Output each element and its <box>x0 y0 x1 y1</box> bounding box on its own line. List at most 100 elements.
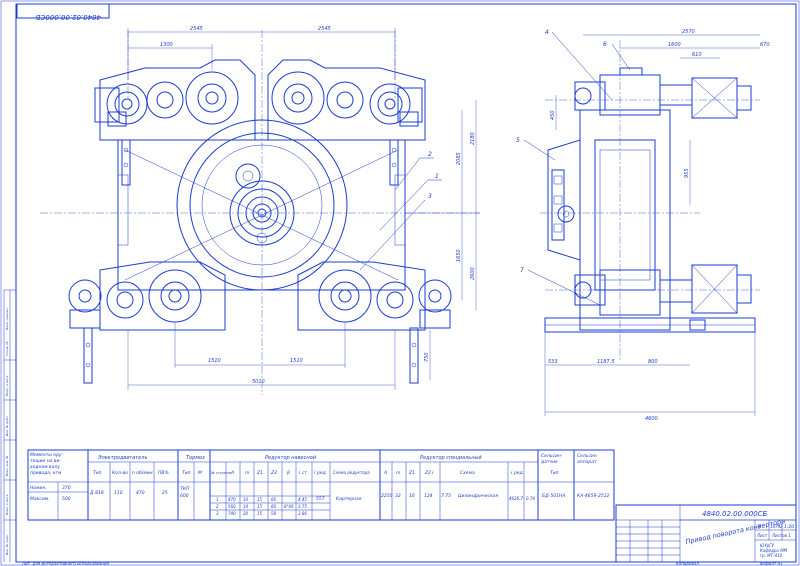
top-stamp: 4840.02.00.000СБ <box>16 3 110 21</box>
col-motor-count: Кол-во <box>112 470 128 476</box>
hang-z2-2: 60 <box>271 504 277 509</box>
hang-ist-1: 4.45 <box>298 497 307 502</box>
front-dimensions: 2545 2545 1300 2180 2085 1650 2600 1510 … <box>127 26 480 390</box>
copied-label: Копировал <box>676 561 699 566</box>
dim-side-bottom-c: 800 <box>648 359 658 365</box>
col-brake-m: М <box>198 470 202 476</box>
col-spec-ired: ί ред <box>511 469 523 476</box>
col-spec-z2: Z2 <box>424 470 431 476</box>
moments-max-label: Максим. <box>30 496 50 502</box>
col-hang-m: m <box>245 471 250 476</box>
col-hang-scheme: Схема редуктора <box>333 470 370 475</box>
hang-ired: 557 <box>316 496 325 502</box>
spec-m: 32 <box>395 493 401 499</box>
dim-top-right: 2545 <box>318 26 331 32</box>
hang-m-3: 20 <box>243 511 249 516</box>
dim-bottom-left: 1510 <box>208 358 221 364</box>
callout-2: 2 <box>428 151 432 158</box>
dim-side-top-c: 610 <box>692 52 702 58</box>
org-line-1: ЮУрГУ <box>760 543 775 548</box>
col-hang-stage: № ступени <box>210 471 232 475</box>
hang-stage-3: 3 <box>216 511 219 516</box>
dim-right-h1: 2180 <box>470 132 476 145</box>
binding-strip: Инв. № подл. Подп. и дата Взам. инв. № И… <box>3 289 16 562</box>
dim-side-top-b: 670 <box>760 42 770 48</box>
hang-z1-3: 15 <box>257 511 263 516</box>
col-spec-scheme: Схема <box>460 470 475 476</box>
hdr-hanging: Редуктор навесной <box>265 455 317 461</box>
drawing-title: Привод поворота конвертора <box>685 517 786 546</box>
front-view: 2545 2545 1300 2180 2085 1650 2600 1510 … <box>40 26 480 395</box>
hang-a-1: 470 <box>228 497 236 502</box>
dim-right-lower2: 2600 <box>470 267 476 280</box>
callout-1: 1 <box>435 173 439 180</box>
side-view: 2570 1600 670 610 450 955 533 1187.5 800… <box>516 29 770 422</box>
moments-nominal-label: Номин. <box>30 485 47 491</box>
side-label: Инв. № дубл. <box>5 415 9 436</box>
dim-left-inner: 1300 <box>160 42 173 48</box>
dim-side-top-a: 1600 <box>668 42 681 48</box>
format-label: Формат А1 <box>760 561 783 566</box>
dim-right-lower1: 1650 <box>456 249 462 262</box>
dim-side-top-overall: 2570 <box>682 29 695 35</box>
title-block: 4840.02.00.000СБ Привод поворота конверт… <box>21 504 797 566</box>
selsyn-sensor-value: БД-501НА <box>542 493 565 499</box>
hdr-special: Редуктор специальный <box>420 455 482 461</box>
hang-z2-1: 66 <box>271 497 277 502</box>
col-spec-a: А <box>383 470 387 476</box>
dim-side-bottom-b: 1187.5 <box>597 359 615 365</box>
spec-a: 2250 <box>381 493 393 499</box>
left-link-upper <box>121 139 131 186</box>
callout-5: 5 <box>516 137 520 144</box>
callout-7: 7 <box>520 267 524 274</box>
top-stamp-text: 4840.02.00.000СБ <box>35 13 101 21</box>
spec-i: 7.75 <box>441 493 451 499</box>
col-motor-n: n об/мин <box>132 470 153 476</box>
col-spec-m: m <box>396 471 401 476</box>
dim-side-bottom-a: 533 <box>548 359 558 365</box>
hang-beta: 8°06 <box>284 504 294 509</box>
side-dimensions: 2570 1600 670 610 450 955 533 1187.5 800… <box>544 29 770 422</box>
left-link-lower <box>83 327 93 384</box>
hang-z2-3: 58 <box>271 511 277 516</box>
hang-ist-3: 3.86 <box>298 511 307 516</box>
sheets-label: Листов 1 <box>771 533 791 538</box>
callout-4: 4 <box>545 29 549 36</box>
col-spec-z1: Z1 <box>408 470 415 476</box>
sheet-label: Лист <box>756 533 768 538</box>
brake-m: 600 <box>180 493 189 499</box>
right-link-upper <box>389 139 399 186</box>
col-hang-ist: ί ст <box>299 469 307 476</box>
sheet-border <box>15 3 797 563</box>
hang-z1-2: 15 <box>257 504 263 509</box>
col-brake-type: Тип <box>182 470 191 476</box>
stage-letter: У <box>758 524 762 530</box>
motor-pv: 25 <box>162 490 168 496</box>
dim-side-left-small: 450 <box>550 110 556 120</box>
hang-m-1: 10 <box>243 497 249 502</box>
hang-stage-2: 2 <box>216 504 219 509</box>
col-motor-pv: ПВ% <box>158 470 169 476</box>
side-callouts: 4 6 5 7 <box>516 29 631 306</box>
spec-z1: 16 <box>409 493 415 499</box>
col-hang-z1: Z1 <box>256 470 263 476</box>
dim-small-right: 750 <box>424 352 430 362</box>
col-hang-beta: β <box>287 470 290 476</box>
side-label: Справ. № <box>5 341 9 356</box>
hang-scheme: Картерная <box>336 496 362 502</box>
hang-z1-1: 15 <box>257 497 263 502</box>
spec-ired: 4626.7 <box>509 496 523 501</box>
dim-bottom-right: 1510 <box>290 358 303 364</box>
org-line-3: гр. МТ-410 <box>760 553 783 558</box>
front-callouts: 1 2 3 <box>359 151 442 271</box>
hdr-selsyn-sensor: Сельсин-датчик <box>540 453 563 465</box>
hang-ist-2: 3.75 <box>298 504 307 509</box>
side-label: Перв. примен. <box>5 307 9 330</box>
side-label: Подп. и дата <box>5 494 9 515</box>
brake-type: ТКП <box>180 486 190 492</box>
dim-right-h2: 2085 <box>456 152 462 165</box>
